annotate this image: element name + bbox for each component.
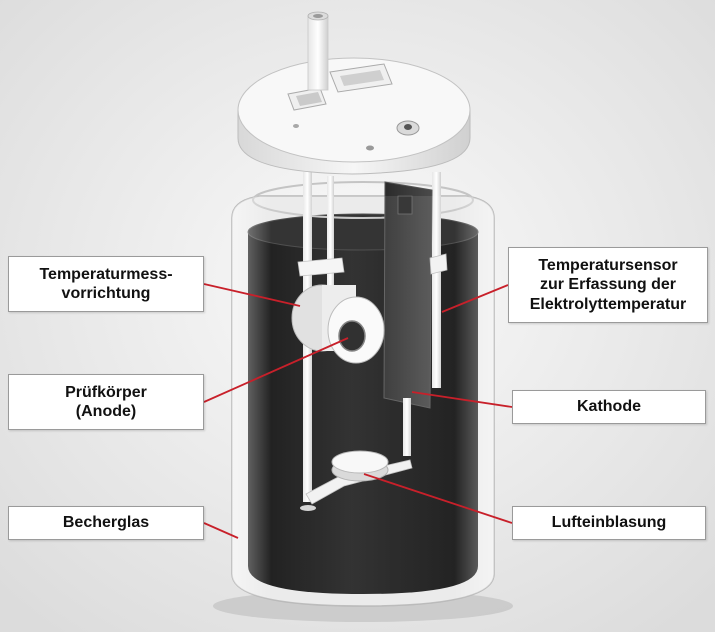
glass-highlight — [232, 196, 494, 606]
label-temperature-sensor-line2: zur Erfassung der — [539, 276, 677, 294]
label-beaker: Becherglas — [8, 506, 204, 540]
label-temperature-sensor-line3: Elektrolyttemperatur — [529, 295, 687, 313]
label-cathode-line1: Kathode — [577, 398, 641, 416]
label-temperature-device: Temperaturmess- vorrichtung — [8, 256, 204, 312]
label-specimen-line1: Prüfkörper — [65, 383, 147, 401]
lid-port-hole — [404, 124, 412, 130]
label-temperature-sensor: Temperatursensor zur Erfassung der Elekt… — [508, 247, 708, 323]
lid-slot-large-inner — [340, 70, 384, 86]
label-air-injection: Lufteinblasung — [512, 506, 706, 540]
leader-line-specimen — [203, 337, 349, 403]
lid-top — [237, 57, 471, 163]
gas-inlet-tube — [307, 15, 329, 91]
leader-line-temperature-sensor — [441, 284, 509, 313]
label-temperature-device-line2: vorrichtung — [61, 285, 151, 302]
leader-line-cathode — [411, 391, 513, 408]
leader-line-temperature-device — [203, 283, 301, 307]
lid-hole-left — [293, 124, 299, 128]
label-temperature-device-line1: Temperaturmess- — [39, 265, 173, 283]
label-temperature-sensor-line1: Temperatursensor — [538, 257, 678, 275]
label-beaker-line1: Becherglas — [62, 514, 150, 532]
leader-line-beaker — [203, 522, 239, 539]
lid-hole-small — [366, 145, 374, 151]
label-specimen-line2: (Anode) — [75, 403, 137, 420]
leader-lines — [203, 283, 513, 539]
label-cathode: Kathode — [512, 390, 706, 424]
lid-slot-small-inner — [296, 92, 322, 106]
gas-inlet-tube-opening — [313, 14, 323, 18]
label-specimen: Prüfkörper (Anode) — [8, 374, 204, 430]
leader-line-air-injection — [363, 473, 513, 524]
label-air-injection-line1: Lufteinblasung — [551, 514, 667, 532]
